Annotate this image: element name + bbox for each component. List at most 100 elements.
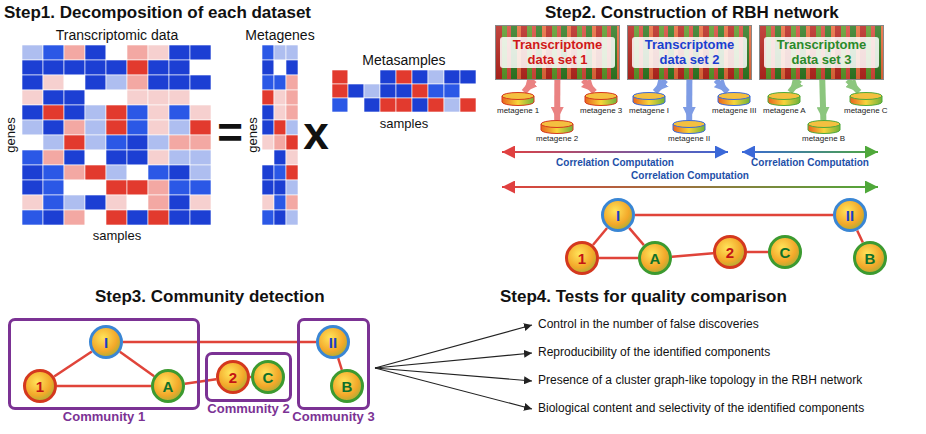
community-box: Community 1I1A xyxy=(8,318,200,410)
cylinder-top xyxy=(585,93,617,100)
heatmap-cell xyxy=(127,45,148,60)
node-label: 2 xyxy=(229,370,237,385)
network-node: I xyxy=(89,325,123,359)
heatmap-cell xyxy=(396,98,412,112)
heatmap-cell xyxy=(43,180,64,195)
heatmap-cell xyxy=(444,98,460,112)
network-node: I xyxy=(601,198,635,232)
heatmap-cell xyxy=(274,180,286,195)
heatmap-cell xyxy=(262,195,274,210)
heatmap-cell xyxy=(332,98,348,112)
heatmap-cell xyxy=(428,98,444,112)
extraction-arrow xyxy=(655,80,665,92)
heatmap-cell xyxy=(286,210,298,225)
text-label: samples xyxy=(93,229,141,243)
heatmap-cell xyxy=(127,105,148,120)
node-label: A xyxy=(163,379,174,394)
node-label: Transcriptome data set 1 xyxy=(500,37,615,69)
metagene-cylinder xyxy=(717,92,751,106)
heatmap-cell xyxy=(64,135,85,150)
heatmap-cell xyxy=(169,150,190,165)
heatmap-cell xyxy=(22,180,43,195)
heatmap-cell xyxy=(148,135,169,150)
metagene-cylinder xyxy=(849,92,883,106)
heatmap-cell xyxy=(274,75,286,90)
heatmap-cell xyxy=(274,60,286,75)
network-node: C xyxy=(768,235,802,269)
heatmap-cell xyxy=(148,105,169,120)
heatmap-cell xyxy=(274,120,286,135)
network-node: 2 xyxy=(216,360,250,394)
heatmap-cell xyxy=(148,195,169,210)
heatmap-cell xyxy=(22,105,43,120)
metagene-label: metagene III xyxy=(712,107,756,116)
heatmap-cell xyxy=(274,150,286,165)
rbh-link xyxy=(629,228,644,245)
cylinder-top xyxy=(718,93,750,100)
heatmap-cell xyxy=(190,60,211,75)
metagene-label: metagene 2 xyxy=(536,135,578,144)
heatmap-cell xyxy=(106,150,127,165)
network-node: 1 xyxy=(23,369,57,403)
heatmap-cell xyxy=(85,90,106,105)
metagene-label: metagene A xyxy=(763,107,806,116)
text-label: genes xyxy=(4,117,18,152)
heatmap-cell xyxy=(169,60,190,75)
heatmap-cell xyxy=(22,150,43,165)
heatmap-cell xyxy=(396,70,412,84)
heatmap-cell xyxy=(85,105,106,120)
heatmap-cell xyxy=(262,105,274,120)
heatmap-cell xyxy=(169,90,190,105)
heatmap-cell xyxy=(262,180,274,195)
step-title: x xyxy=(303,108,329,159)
heatmap-cell xyxy=(85,150,106,165)
heatmap-cell xyxy=(460,70,476,84)
rbh-link xyxy=(54,351,92,376)
heatmap-cell xyxy=(412,98,428,112)
community-box: Community 22C xyxy=(205,352,292,402)
heatmap-cell xyxy=(43,60,64,75)
rbh-link xyxy=(123,341,316,344)
heatmap-cell xyxy=(190,45,211,60)
heatmap-cell xyxy=(262,120,274,135)
dataset-heatmap: Transcriptome data set 1 xyxy=(495,25,620,80)
text-label: Metagenes xyxy=(245,28,314,43)
heatmap-cell xyxy=(286,120,298,135)
text-label: Control in the number of false discoveri… xyxy=(538,318,759,331)
heatmap-cell xyxy=(348,70,364,84)
node-label: 1 xyxy=(36,379,44,394)
network-node: II xyxy=(316,325,350,359)
heatmap-cell xyxy=(169,105,190,120)
rbh-link xyxy=(593,228,607,245)
extraction-arrow xyxy=(822,80,823,120)
heatmap-cell xyxy=(148,120,169,135)
heatmap-cell xyxy=(274,210,286,225)
dataset-heatmap: Transcriptome data set 2 xyxy=(627,25,752,80)
heatmap-cell xyxy=(85,165,106,180)
heatmap-cell xyxy=(148,210,169,225)
extraction-arrow xyxy=(686,80,692,120)
heatmap-cell xyxy=(43,195,64,210)
node-label: B xyxy=(342,379,353,394)
cylinder-top xyxy=(541,121,573,128)
cylinder-top xyxy=(850,93,882,100)
heatmap-cell xyxy=(428,70,444,84)
heatmap-cell xyxy=(43,45,64,60)
heatmap-cell xyxy=(190,195,211,210)
heatmap-cell xyxy=(190,75,211,90)
heatmap-cell xyxy=(127,210,148,225)
heatmap-cell xyxy=(286,75,298,90)
heatmap-cell xyxy=(169,75,190,90)
metagene: metagene 1 xyxy=(497,92,539,116)
heatmap-cell xyxy=(22,210,43,225)
heatmap-cell xyxy=(148,45,169,60)
heatmap-cell xyxy=(262,75,274,90)
heatmap-cell xyxy=(286,60,298,75)
heatmap-cell xyxy=(106,105,127,120)
heatmap-cell xyxy=(274,165,286,180)
metagene-cylinder xyxy=(672,120,706,134)
metagene-cylinder xyxy=(584,92,618,106)
heatmap-cell xyxy=(127,60,148,75)
text-label: genes xyxy=(246,117,260,152)
